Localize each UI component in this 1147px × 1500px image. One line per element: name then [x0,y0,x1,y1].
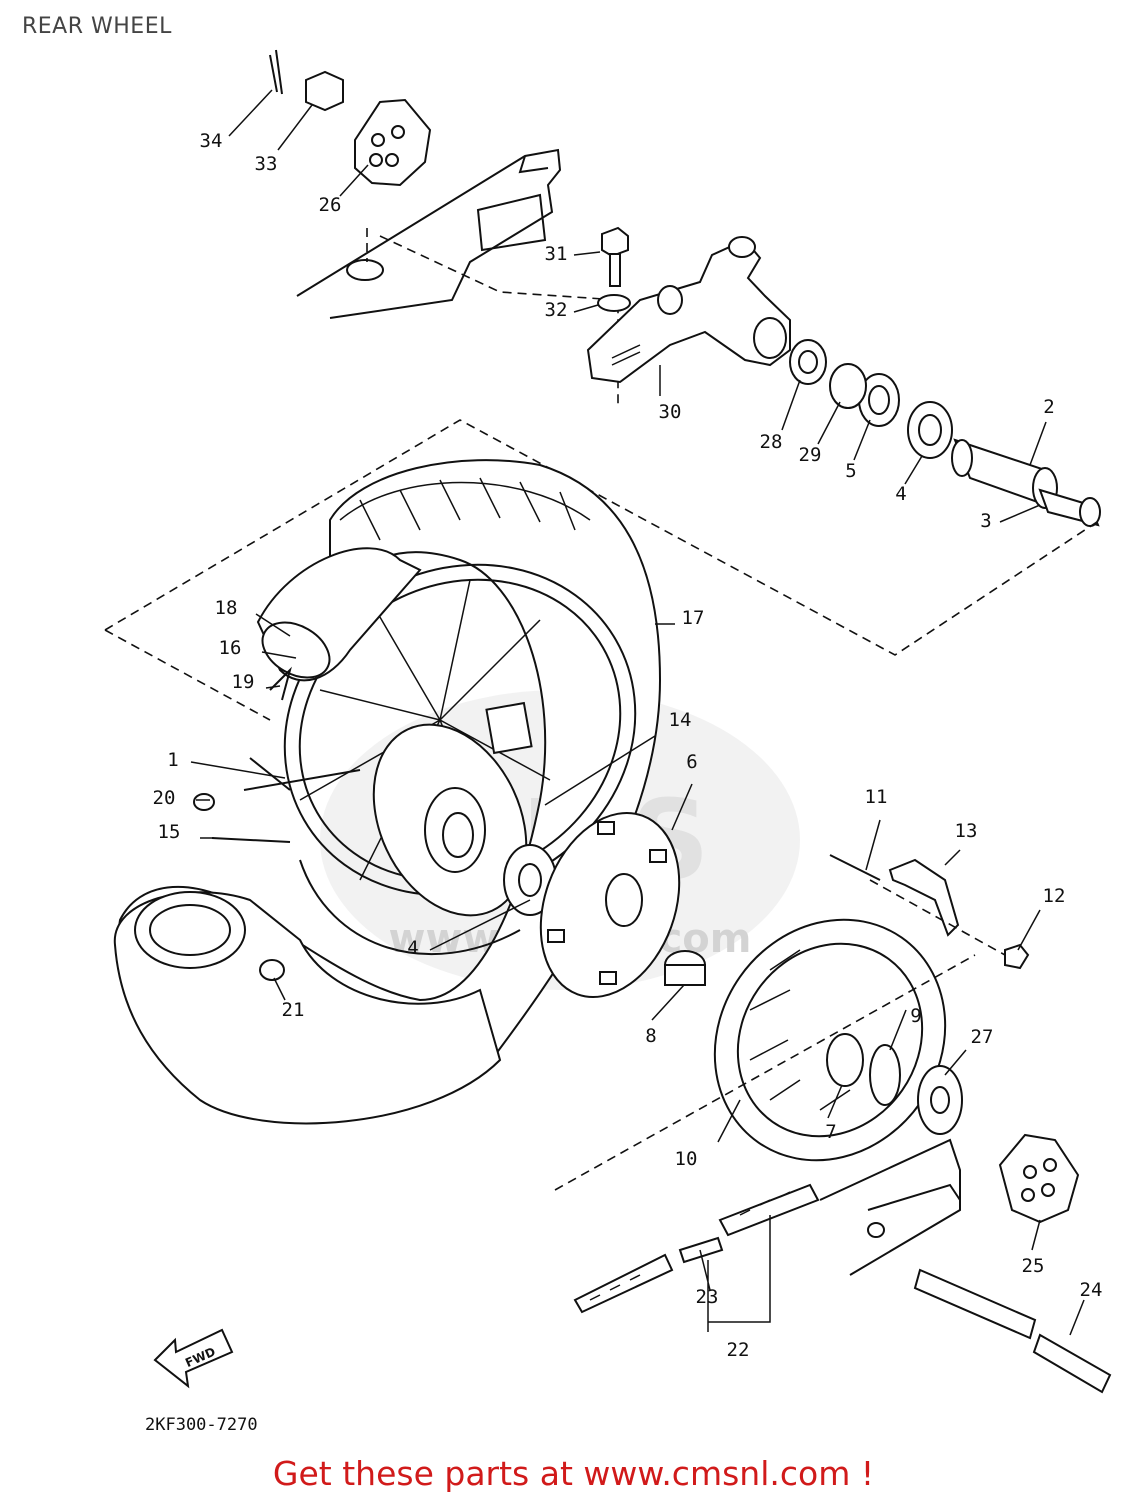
spacers-7-9-27 [826,1033,963,1135]
stud-11 [829,854,881,881]
callout-31: 31 [545,243,568,265]
callout-4: 4 [407,937,418,959]
callout-6: 6 [686,751,697,773]
callout-19: 19 [232,671,255,693]
nipple-15 [211,837,291,843]
clutch-hub-6 [539,812,681,998]
callout-15: 15 [158,821,181,843]
spoke-1 [243,769,361,791]
callout-24: 24 [1080,1279,1103,1301]
axle-centerline [554,954,976,1191]
callout-34: 34 [200,130,223,152]
callout-30: 30 [659,401,682,423]
footer-link[interactable]: Get these parts at www.cmsnl.com ! [272,1454,875,1493]
callout-11: 11 [865,786,888,808]
valve-19 [269,666,292,701]
rim-lock-20 [193,793,215,811]
caliper-bracket-30 [586,236,791,384]
callout-21: 21 [282,999,305,1021]
callout-23: 23 [696,1286,719,1308]
callout-10: 10 [675,1148,698,1170]
axle-parts-upper [789,339,1101,527]
callout-2: 2 [1043,396,1054,418]
callout-12: 12 [1043,885,1066,907]
callout-28: 28 [760,431,783,453]
callout-7: 7 [825,1121,836,1143]
callout-9: 9 [910,1005,921,1027]
fwd-direction-arrow: FWD [153,1328,234,1389]
collar-8 [664,950,706,986]
bolt-31 [601,226,629,287]
callout-13: 13 [955,820,978,842]
callout-14: 14 [669,709,692,731]
washer-32 [597,294,631,312]
callout-27: 27 [971,1026,994,1048]
inner-tube-18 [256,547,422,682]
callout-4: 4 [895,483,906,505]
nut-12 [1004,943,1030,970]
drive-chain-22 [573,1183,820,1314]
lock-plate-13 [888,858,960,937]
cotter-pin-34 [269,49,283,95]
bearing-4-lower [503,844,557,916]
nut-33 [305,70,344,112]
wheel-hub [372,701,533,917]
callout-29: 29 [799,444,822,466]
callout-20: 20 [153,787,176,809]
callout-22: 22 [727,1339,750,1361]
chain-joint-23 [678,1236,724,1264]
callout-33: 33 [255,153,278,175]
drive-sprocket-26 [354,98,432,187]
swingarm-lower [819,1138,961,1276]
callout-1: 1 [167,749,178,771]
leader-lines [190,89,1085,1336]
callout-17: 17 [682,607,705,629]
callout-25: 25 [1022,1255,1045,1277]
swingarm-upper [296,148,619,405]
shaft-24 [913,1268,1112,1394]
tire-lower [113,891,502,1125]
callout-16: 16 [219,637,242,659]
callout-26: 26 [319,194,342,216]
drawing-number: 2KF300-7270 [145,1415,258,1435]
callout-18: 18 [215,597,238,619]
page-title: REAR WHEEL [22,14,172,39]
callout-32: 32 [545,299,568,321]
callout-8: 8 [645,1025,656,1047]
callout-5: 5 [845,460,856,482]
drive-sprocket-25 [998,1133,1080,1224]
callout-3: 3 [980,510,991,532]
